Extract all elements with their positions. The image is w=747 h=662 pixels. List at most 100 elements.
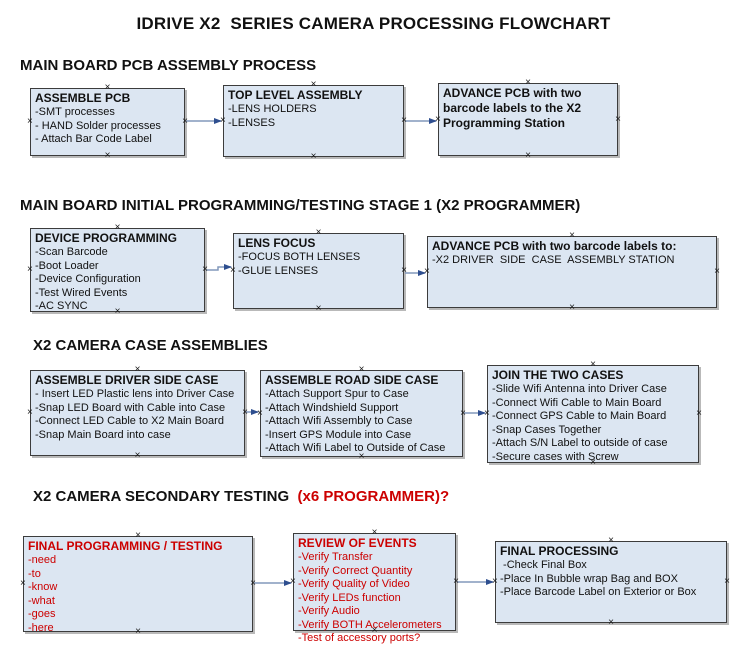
connection-handle-icon: × xyxy=(615,113,621,125)
box-items: -LENS HOLDERS-LENSES xyxy=(228,103,399,130)
connection-handle-icon: × xyxy=(202,264,208,275)
box-item: -Connect LED Cable to X2 Main Board xyxy=(35,415,224,427)
box-title: ASSEMBLE PCB xyxy=(35,91,131,105)
box-item: -GLUE LENSES xyxy=(238,264,319,277)
connection-handle-icon: × xyxy=(134,450,141,461)
box-item: -FOCUS BOTH LENSES xyxy=(238,251,361,263)
box-item: -Test Wired Events xyxy=(35,286,128,299)
flow-box-advance-pcb-driver-side: ADVANCE PCB with two barcode labels to: … xyxy=(424,231,720,313)
section-heading-secondary-testing-black: X2 CAMERA SECONDARY TESTING xyxy=(33,488,294,505)
box-item: -Attach S/N Label to outside of case xyxy=(492,437,668,449)
section-heading-initial-programming: MAIN BOARD INITIAL PROGRAMMING/TESTING S… xyxy=(20,197,581,214)
section-heading-pcb-assembly: MAIN BOARD PCB ASSEMBLY PROCESS xyxy=(20,57,317,74)
flow-box-advance-pcb-programming-station: ADVANCE PCB with two barcode labels to t… xyxy=(435,78,621,161)
box-items: -Check Final Box-Place In Bubble wrap Ba… xyxy=(500,559,722,600)
box-item: -Attach Support Spur to Case xyxy=(265,388,409,400)
flow-box-join-the-two-cases: JOIN THE TWO CASES -Slide Wifi Antenna i… xyxy=(484,360,702,468)
box-item: -need xyxy=(28,554,57,566)
box-item: -LENS HOLDERS xyxy=(228,103,317,115)
box-item: -to xyxy=(28,567,41,580)
box-item: -Connect Wifi Cable to Main Board xyxy=(492,396,662,409)
box-item: -Verify Audio xyxy=(298,605,360,617)
box-title: REVIEW OF EVENTS xyxy=(298,536,417,550)
flow-box-review-of-events: REVIEW OF EVENTS -Verify Transfer-Verify… xyxy=(290,528,459,645)
connection-handle-icon: × xyxy=(230,265,236,276)
box-items: -SMT processes- HAND Solder processes- A… xyxy=(35,106,180,147)
box-items: -FOCUS BOTH LENSES-GLUE LENSES xyxy=(238,251,399,278)
connection-handle-icon: × xyxy=(484,408,490,419)
connection-handle-icon: × xyxy=(250,578,256,589)
box-item: -SMT processes xyxy=(35,106,115,118)
box-item: -Place In Bubble wrap Bag and BOX xyxy=(500,572,678,585)
box-item: -what xyxy=(28,594,55,607)
box-item: -Slide Wifi Antenna into Driver Case xyxy=(492,383,667,395)
box-item: -Attach Wifi Label to Outside of Case xyxy=(265,442,446,454)
connection-handle-icon: × xyxy=(257,407,263,419)
box-items: - Insert LED Plastic lens into Driver Ca… xyxy=(35,388,240,442)
box-items: -need-to-know-what-goes-here xyxy=(28,554,248,635)
box-item: -Verify Transfer xyxy=(298,551,373,563)
connection-handle-icon: × xyxy=(525,150,531,161)
connection-handle-icon: × xyxy=(453,576,459,587)
box-item: -know xyxy=(28,581,58,593)
box-item: -LENSES xyxy=(228,116,276,129)
box-title: ASSEMBLE DRIVER SIDE CASE xyxy=(35,373,219,387)
box-title: ADVANCE PCB with two barcode labels to t… xyxy=(443,86,582,130)
connection-handle-icon: × xyxy=(220,115,226,126)
box-title: LENS FOCUS xyxy=(238,236,316,250)
flow-box-assemble-pcb: ASSEMBLE PCB -SMT processes- HAND Solder… xyxy=(27,83,188,161)
flow-box-final-processing: FINAL PROCESSING -Check Final Box-Place … xyxy=(492,536,730,628)
connection-handle-icon: × xyxy=(401,265,407,276)
box-item: -Verify Correct Quantity xyxy=(298,564,413,577)
box-item: -Scan Barcode xyxy=(35,246,108,258)
connection-handle-icon: × xyxy=(435,113,441,125)
box-title: TOP LEVEL ASSEMBLY xyxy=(228,88,363,102)
connection-handle-icon: × xyxy=(310,151,317,162)
box-item: -goes xyxy=(28,608,56,620)
box-item: -X2 DRIVER SIDE CASE ASSEMBLY STATION xyxy=(432,254,675,266)
box-item: -Test of accessory ports? xyxy=(298,632,421,644)
connector-device-programming-to-lens-focus xyxy=(206,264,232,271)
connection-handle-icon: × xyxy=(424,266,430,277)
connection-handle-icon: × xyxy=(460,407,466,419)
box-item: -Verify Quality of Video xyxy=(298,578,410,590)
box-item: -Verify LEDs function xyxy=(298,591,401,604)
box-item: - HAND Solder processes xyxy=(35,119,161,132)
box-item: -Place Barcode Label on Exterior or Box xyxy=(500,586,697,598)
box-item: -Device Configuration xyxy=(35,273,141,285)
flow-box-assemble-road-side-case: ASSEMBLE ROAD SIDE CASE -Attach Support … xyxy=(257,365,466,462)
box-item: -Insert GPS Module into Case xyxy=(265,428,412,441)
box-item: -Snap Main Board into case xyxy=(35,428,171,441)
flow-box-top-level-assembly: TOP LEVEL ASSEMBLY -LENS HOLDERS-LENSES … xyxy=(220,80,407,162)
connection-handle-icon: × xyxy=(242,407,248,418)
box-title: FINAL PROCESSING xyxy=(500,544,619,558)
connection-handle-icon: × xyxy=(401,115,407,126)
flow-box-final-programming-testing: FINAL PROGRAMMING / TESTING -need-to-kno… xyxy=(20,531,256,637)
connection-handle-icon: × xyxy=(608,617,614,628)
section-heading-case-assemblies: X2 CAMERA CASE ASSEMBLIES xyxy=(33,337,268,354)
connection-handle-icon: × xyxy=(20,578,26,589)
connection-handle-icon: × xyxy=(27,116,33,127)
connection-handle-icon: × xyxy=(724,576,730,587)
box-title: ADVANCE PCB with two barcode labels to: xyxy=(432,239,677,253)
flow-box-assemble-driver-side-case: ASSEMBLE DRIVER SIDE CASE - Insert LED P… xyxy=(27,365,248,461)
box-item: -Connect GPS Cable to Main Board xyxy=(492,410,667,422)
section-heading-secondary-testing-red: (x6 PROGRAMMER)? xyxy=(293,488,450,505)
box-title: JOIN THE TWO CASES xyxy=(492,368,624,382)
box-item: - Insert LED Plastic lens into Driver Ca… xyxy=(35,388,235,400)
box-item: -Verify BOTH Accelerometers xyxy=(298,618,442,631)
connection-handle-icon: × xyxy=(315,303,322,314)
connection-handle-icon: × xyxy=(182,116,188,127)
connection-handle-icon: × xyxy=(492,576,498,587)
box-item: -Secure cases with Screw xyxy=(492,450,619,463)
box-title: FINAL PROGRAMMING / TESTING xyxy=(28,539,223,553)
box-item: -AC SYNC xyxy=(35,300,88,312)
box-item: -Snap Cases Together xyxy=(492,423,602,436)
box-item: -here xyxy=(28,621,54,634)
connection-handle-icon: × xyxy=(27,407,33,418)
connection-handle-icon: × xyxy=(696,408,702,419)
box-items: -X2 DRIVER SIDE CASE ASSEMBLY STATION xyxy=(432,254,712,268)
page-title: IDRIVE X2 SERIES CAMERA PROCESSING FLOWC… xyxy=(136,14,611,33)
box-item: -Check Final Box xyxy=(500,559,587,571)
box-items: -Slide Wifi Antenna into Driver Case-Con… xyxy=(492,383,694,464)
